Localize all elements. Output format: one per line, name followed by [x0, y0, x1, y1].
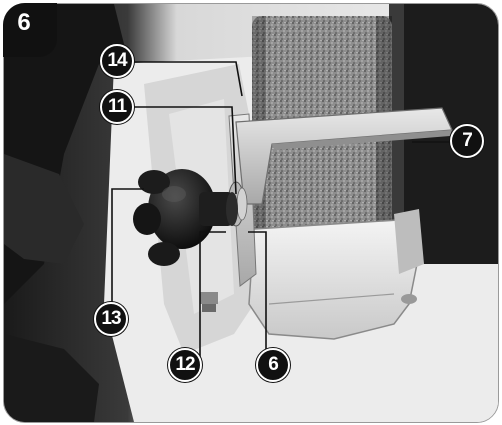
photo-frame: 14 11 7 13 12 6: [3, 3, 499, 423]
callout-13: 13: [94, 302, 128, 336]
figure-number: 6: [17, 9, 31, 36]
callout-12: 12: [168, 348, 202, 382]
figure-number-badge: 6: [3, 3, 57, 57]
callout-leader-lines: [111, 61, 454, 365]
callout-7: 7: [450, 124, 484, 158]
callout-11: 11: [100, 90, 134, 124]
callout-14: 14: [100, 44, 134, 78]
knob-shape: [133, 169, 238, 266]
callout-6: 6: [256, 348, 290, 382]
